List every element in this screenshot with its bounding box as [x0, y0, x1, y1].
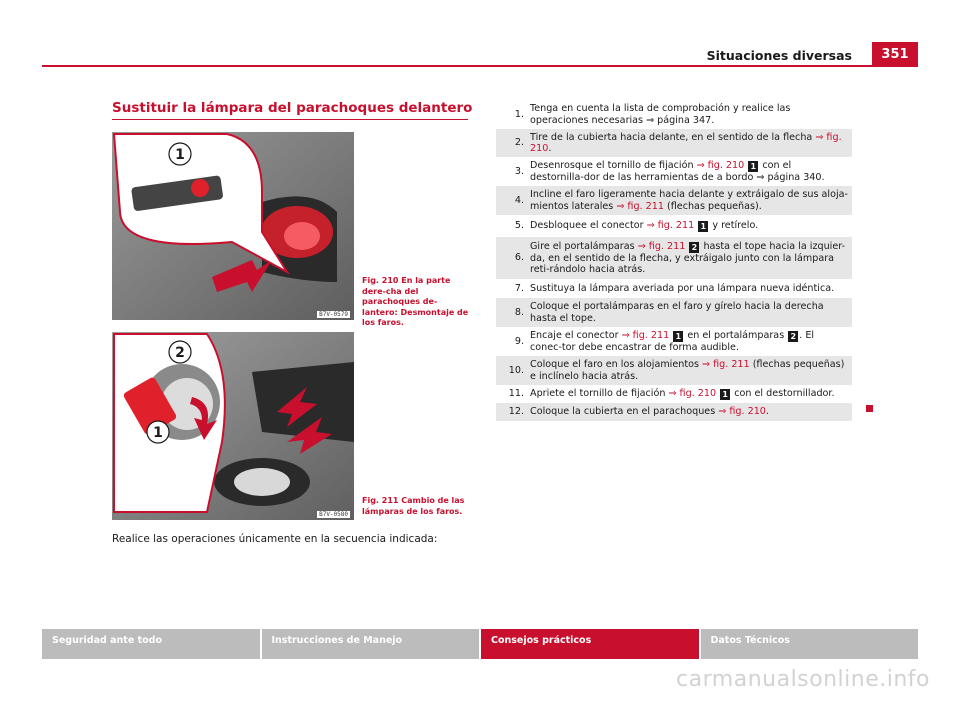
callout-badge: 1 [698, 221, 709, 232]
header-rule [42, 65, 918, 67]
figure-210-caption: Fig. 210 En la parte dere-cha del parach… [362, 276, 469, 327]
callout-badge: 2 [788, 330, 799, 342]
figure-reference-link[interactable]: ⇒ fig. 211 [702, 359, 750, 370]
step-number: 4. [514, 194, 524, 206]
callout-badge: 2 [689, 241, 700, 253]
step-number: 2. [514, 137, 524, 149]
figure-reference-link[interactable]: ⇒ fig. 211 [621, 329, 670, 341]
step-number: 5. [514, 220, 524, 232]
figure-211-caption: Fig. 211 Cambio de las lámparas de los f… [362, 496, 465, 516]
figure-reference-link[interactable]: ⇒ fig. 211 [637, 240, 686, 252]
step-number: 7. [514, 282, 524, 294]
end-of-section-marker [866, 405, 873, 412]
callout-badge: 1 [720, 389, 731, 400]
step-text: Desbloquee el conector ⇒ fig. 211 1 y re… [530, 220, 759, 232]
intro-text: Realice las operaciones únicamente en la… [112, 533, 438, 545]
figure-210-callout-1: 1 [175, 147, 185, 163]
callout-badge: 1 [673, 330, 684, 342]
step-text: Desenrosque el tornillo de fijación ⇒ fi… [530, 159, 825, 183]
figure-reference-link[interactable]: ⇒ fig. 210 [718, 406, 766, 418]
step-number: 3. [514, 165, 524, 177]
figure-211-callout-1: 1 [153, 425, 163, 441]
step-text: Coloque la cubierta en el parachoques ⇒ … [530, 406, 769, 418]
figure-reference-link[interactable]: ⇒ fig. 211 [646, 220, 695, 231]
figure-211-image: 2 1 B7V-0580 [112, 332, 354, 520]
step-row: 2. Tire de la cubierta hacia delante, en … [496, 129, 852, 157]
step-text: Gire el portalámparas ⇒ fig. 211 2 hasta… [530, 240, 846, 276]
step-row: 3. Desenrosque el tornillo de fijación ⇒ … [496, 157, 852, 186]
step-row: 7. Sustituya la lámpara averiada por una … [496, 279, 852, 298]
figure-reference-link[interactable]: ⇒ fig. 211 [616, 200, 664, 212]
step-number: 9. [514, 335, 524, 347]
step-row: 8. Coloque el portalámparas en el faro y … [496, 298, 852, 327]
step-row: 12. Coloque la cubierta en el parachoques… [496, 403, 852, 421]
step-text: Sustituya la lámpara averiada por una lá… [530, 282, 835, 294]
step-row: 4. Incline el faro ligeramente hacia dela… [496, 186, 852, 215]
step-text: Encaje el conector ⇒ fig. 211 1 en el po… [530, 329, 815, 353]
step-row: 1. Tenga en cuenta la lista de comprobaci… [496, 100, 852, 129]
steps-list: 1. Tenga en cuenta la lista de comprobaci… [496, 100, 852, 421]
step-text: Coloque el faro en los alojamientos ⇒ fi… [530, 359, 845, 382]
step-row: 11. Apriete el tornillo de fijación ⇒ fig… [496, 385, 852, 403]
section-rule [112, 119, 468, 120]
section-title: Sustituir la lámpara del parachoques del… [112, 100, 473, 116]
step-text: Tire de la cubierta hacia delante, en el… [530, 131, 842, 155]
step-text: Incline el faro ligeramente hacia delant… [530, 189, 848, 212]
figure-210-code: B7V-0579 [317, 311, 350, 318]
step-row: 6. Gire el portalámparas ⇒ fig. 211 2 has… [496, 237, 852, 279]
figure-reference-link[interactable]: ⇒ fig. 210 [696, 159, 745, 171]
step-text: Tenga en cuenta la lista de comprobación… [530, 103, 791, 126]
running-header-title: Situaciones diversas [706, 48, 852, 63]
step-text: Coloque el portalámparas en el faro y gí… [530, 301, 824, 324]
footer-tab-3[interactable]: Consejos prácticos [481, 629, 699, 659]
footer-tab-4[interactable]: Datos Técnicos [700, 629, 918, 659]
step-number: 12. [508, 406, 524, 418]
page-number: 351 [872, 42, 918, 67]
step-text: Apriete el tornillo de fijación ⇒ fig. 2… [530, 388, 835, 400]
figure-211-callout-2: 2 [175, 345, 185, 361]
footer-tab-1[interactable]: Seguridad ante todo [42, 629, 260, 659]
callout-badge: 1 [748, 160, 759, 172]
step-row: 9.Encaje el conector ⇒ fig. 211 1 en el … [496, 327, 852, 356]
figure-210-image: 1 B7V-0579 [112, 132, 354, 320]
step-row: 5. Desbloquee el conector ⇒ fig. 211 1 y … [496, 215, 852, 237]
footer-tab-2[interactable]: Instrucciones de Manejo [261, 629, 479, 659]
figure-reference-link[interactable]: ⇒ fig. 210 [530, 131, 842, 155]
step-row: 10. Coloque el faro en los alojamientos ⇒… [496, 356, 852, 385]
watermark: carmanualsonline.info [676, 667, 930, 692]
step-number: 8. [514, 306, 524, 318]
step-number: 10. [508, 364, 524, 376]
figure-211-code: B7V-0580 [317, 511, 350, 518]
step-number: 6. [514, 252, 524, 264]
figure-reference-link[interactable]: ⇒ fig. 210 [668, 388, 717, 399]
step-number: 1. [514, 108, 524, 120]
step-number: 11. [508, 388, 524, 400]
